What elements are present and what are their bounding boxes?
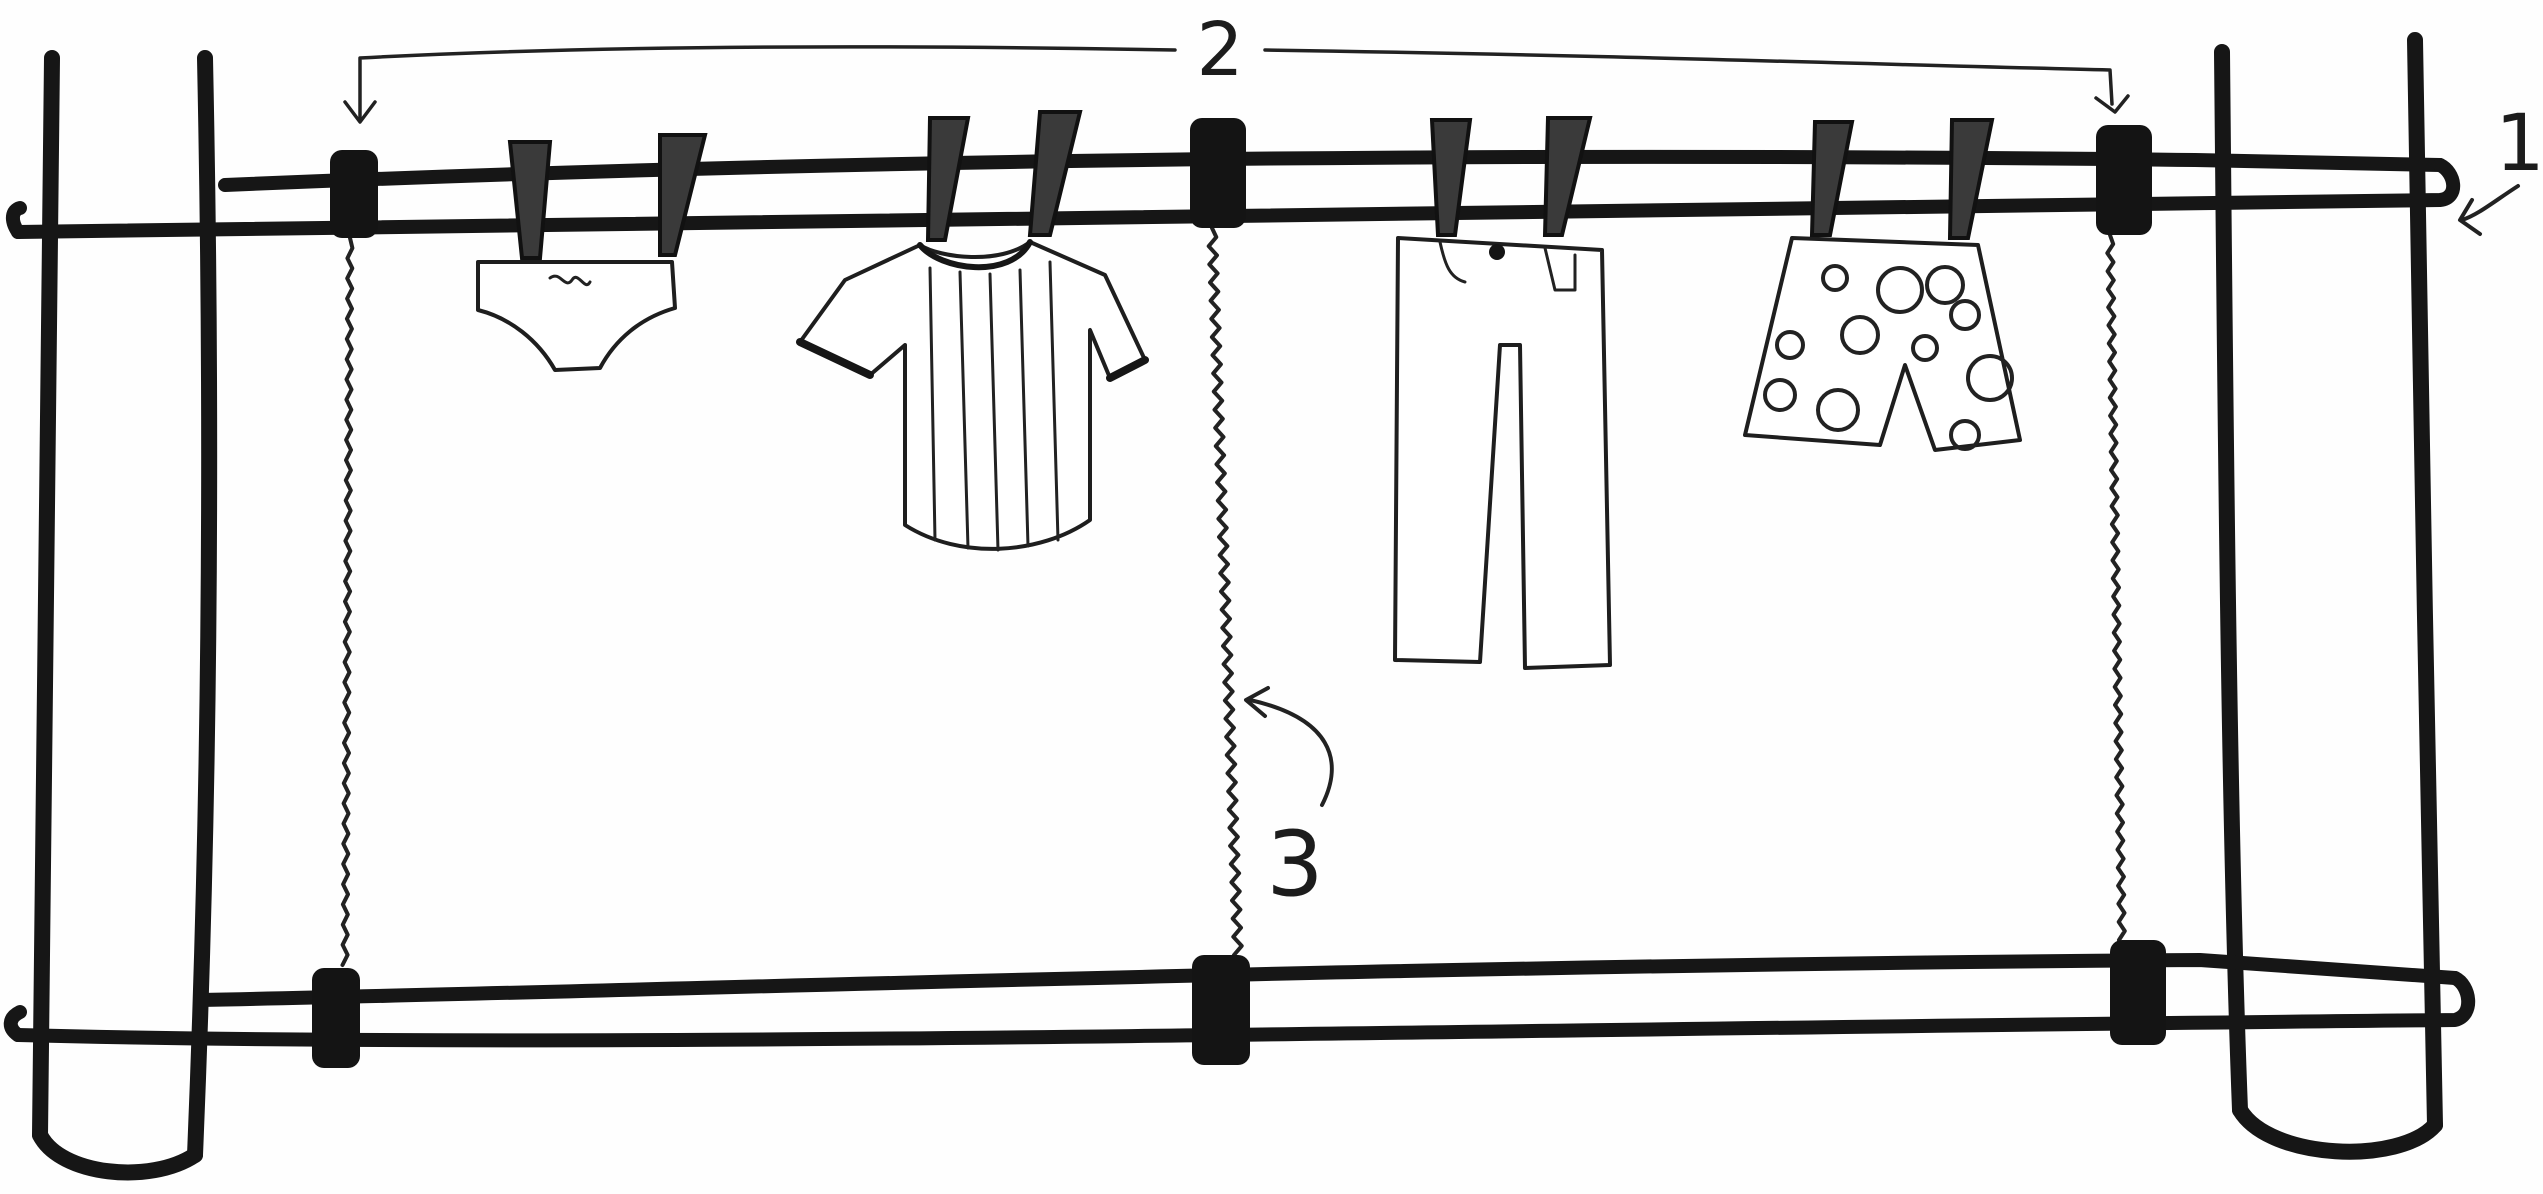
cord-middle — [1206, 226, 1244, 957]
clamp-bottom-right — [2110, 940, 2166, 1045]
clamp-top-middle — [1190, 118, 1246, 228]
bottom-line — [3, 953, 2476, 1048]
callout-2-arrow — [343, 45, 2130, 124]
callout-2-label: 2 — [1196, 7, 1243, 93]
clamp-top-right — [2096, 125, 2152, 235]
callout-3-arrow — [1244, 686, 1334, 807]
clamp-bottom-middle — [1192, 955, 1250, 1065]
left-frame — [32, 50, 218, 1181]
vertical-cords — [340, 226, 2127, 967]
callout-1-arrow — [2458, 184, 2520, 236]
polka-dot-shorts-icon — [1743, 118, 2022, 452]
cord-left — [340, 236, 355, 967]
callout-1-label: 1 — [2495, 99, 2543, 189]
clamp-top-left — [330, 150, 378, 238]
trousers-icon — [1393, 116, 1612, 670]
cord-right — [2105, 233, 2127, 942]
clamps — [312, 118, 2166, 1068]
callout-3-label: 3 — [1266, 812, 1323, 917]
t-shirt-icon — [796, 110, 1149, 552]
briefs-icon — [476, 133, 708, 372]
clamp-bottom-left — [312, 968, 360, 1068]
